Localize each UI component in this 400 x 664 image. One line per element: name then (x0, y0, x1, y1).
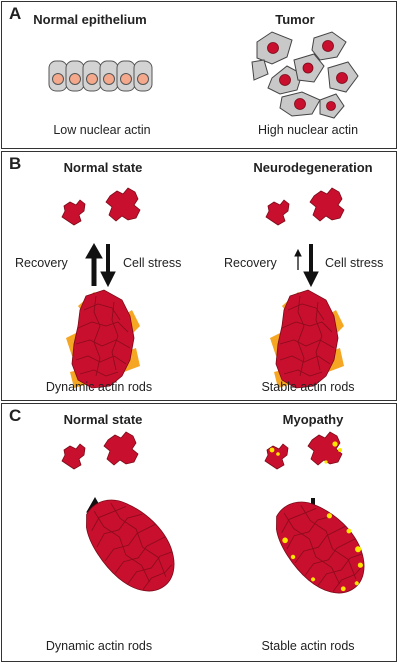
panel-letter: B (9, 154, 22, 173)
panel-b-illustration (61, 187, 345, 389)
cell-stress-label-left: Cell stress (123, 256, 182, 270)
neurodegeneration-title: Neurodegeneration (253, 160, 373, 175)
normal-epithelium-title: Normal epithelium (33, 12, 147, 27)
panel-c: C Normal state Myopathy (1, 403, 397, 662)
actin-monomers-right (265, 187, 345, 226)
panel-a-illustration (48, 31, 359, 119)
stable-actin-rod-b (269, 289, 345, 389)
tumor-title: Tumor (275, 12, 315, 27)
panel-c-illustration (61, 431, 380, 609)
dynamic-actin-rod-c (72, 482, 190, 607)
epithelium-cells (48, 60, 153, 92)
recovery-arrow-right (294, 248, 302, 270)
normal-state-title: Normal state (63, 160, 143, 175)
stable-actin-rod-c (262, 484, 380, 609)
stress-arrow-left (100, 244, 116, 288)
cell-stress-label-right: Cell stress (325, 256, 384, 270)
tumor-nuclei (267, 40, 348, 111)
actin-monomers-right (264, 431, 343, 470)
panel-letter: C (9, 406, 22, 425)
myopathy-title: Myopathy (282, 412, 344, 427)
recovery-label-right: Recovery (224, 256, 277, 270)
recovery-label-left: Recovery (15, 256, 68, 270)
low-nuclear-actin-caption: Low nuclear actin (53, 123, 151, 137)
normal-state-title: Normal state (63, 412, 143, 427)
dynamic-actin-rods-caption: Dynamic actin rods (45, 639, 153, 653)
high-nuclear-actin-caption: High nuclear actin (257, 123, 359, 137)
dynamic-actin-rod-b (65, 289, 141, 389)
stable-actin-rods-caption: Stable actin rods (261, 639, 355, 653)
stress-arrow-right (303, 244, 319, 288)
panel-letter: A (9, 4, 22, 23)
recovery-arrow-left (85, 242, 103, 286)
actin-monomers-left (61, 431, 139, 470)
yellow-spots (269, 441, 342, 464)
stable-actin-rods-caption: Stable actin rods (261, 380, 355, 394)
panel-a: A Normal epithelium Tumor (1, 1, 397, 149)
panel-b: B Normal state Neurodegeneration (1, 151, 397, 401)
actin-monomers-left (61, 187, 141, 226)
dynamic-actin-rods-caption: Dynamic actin rods (45, 380, 153, 394)
